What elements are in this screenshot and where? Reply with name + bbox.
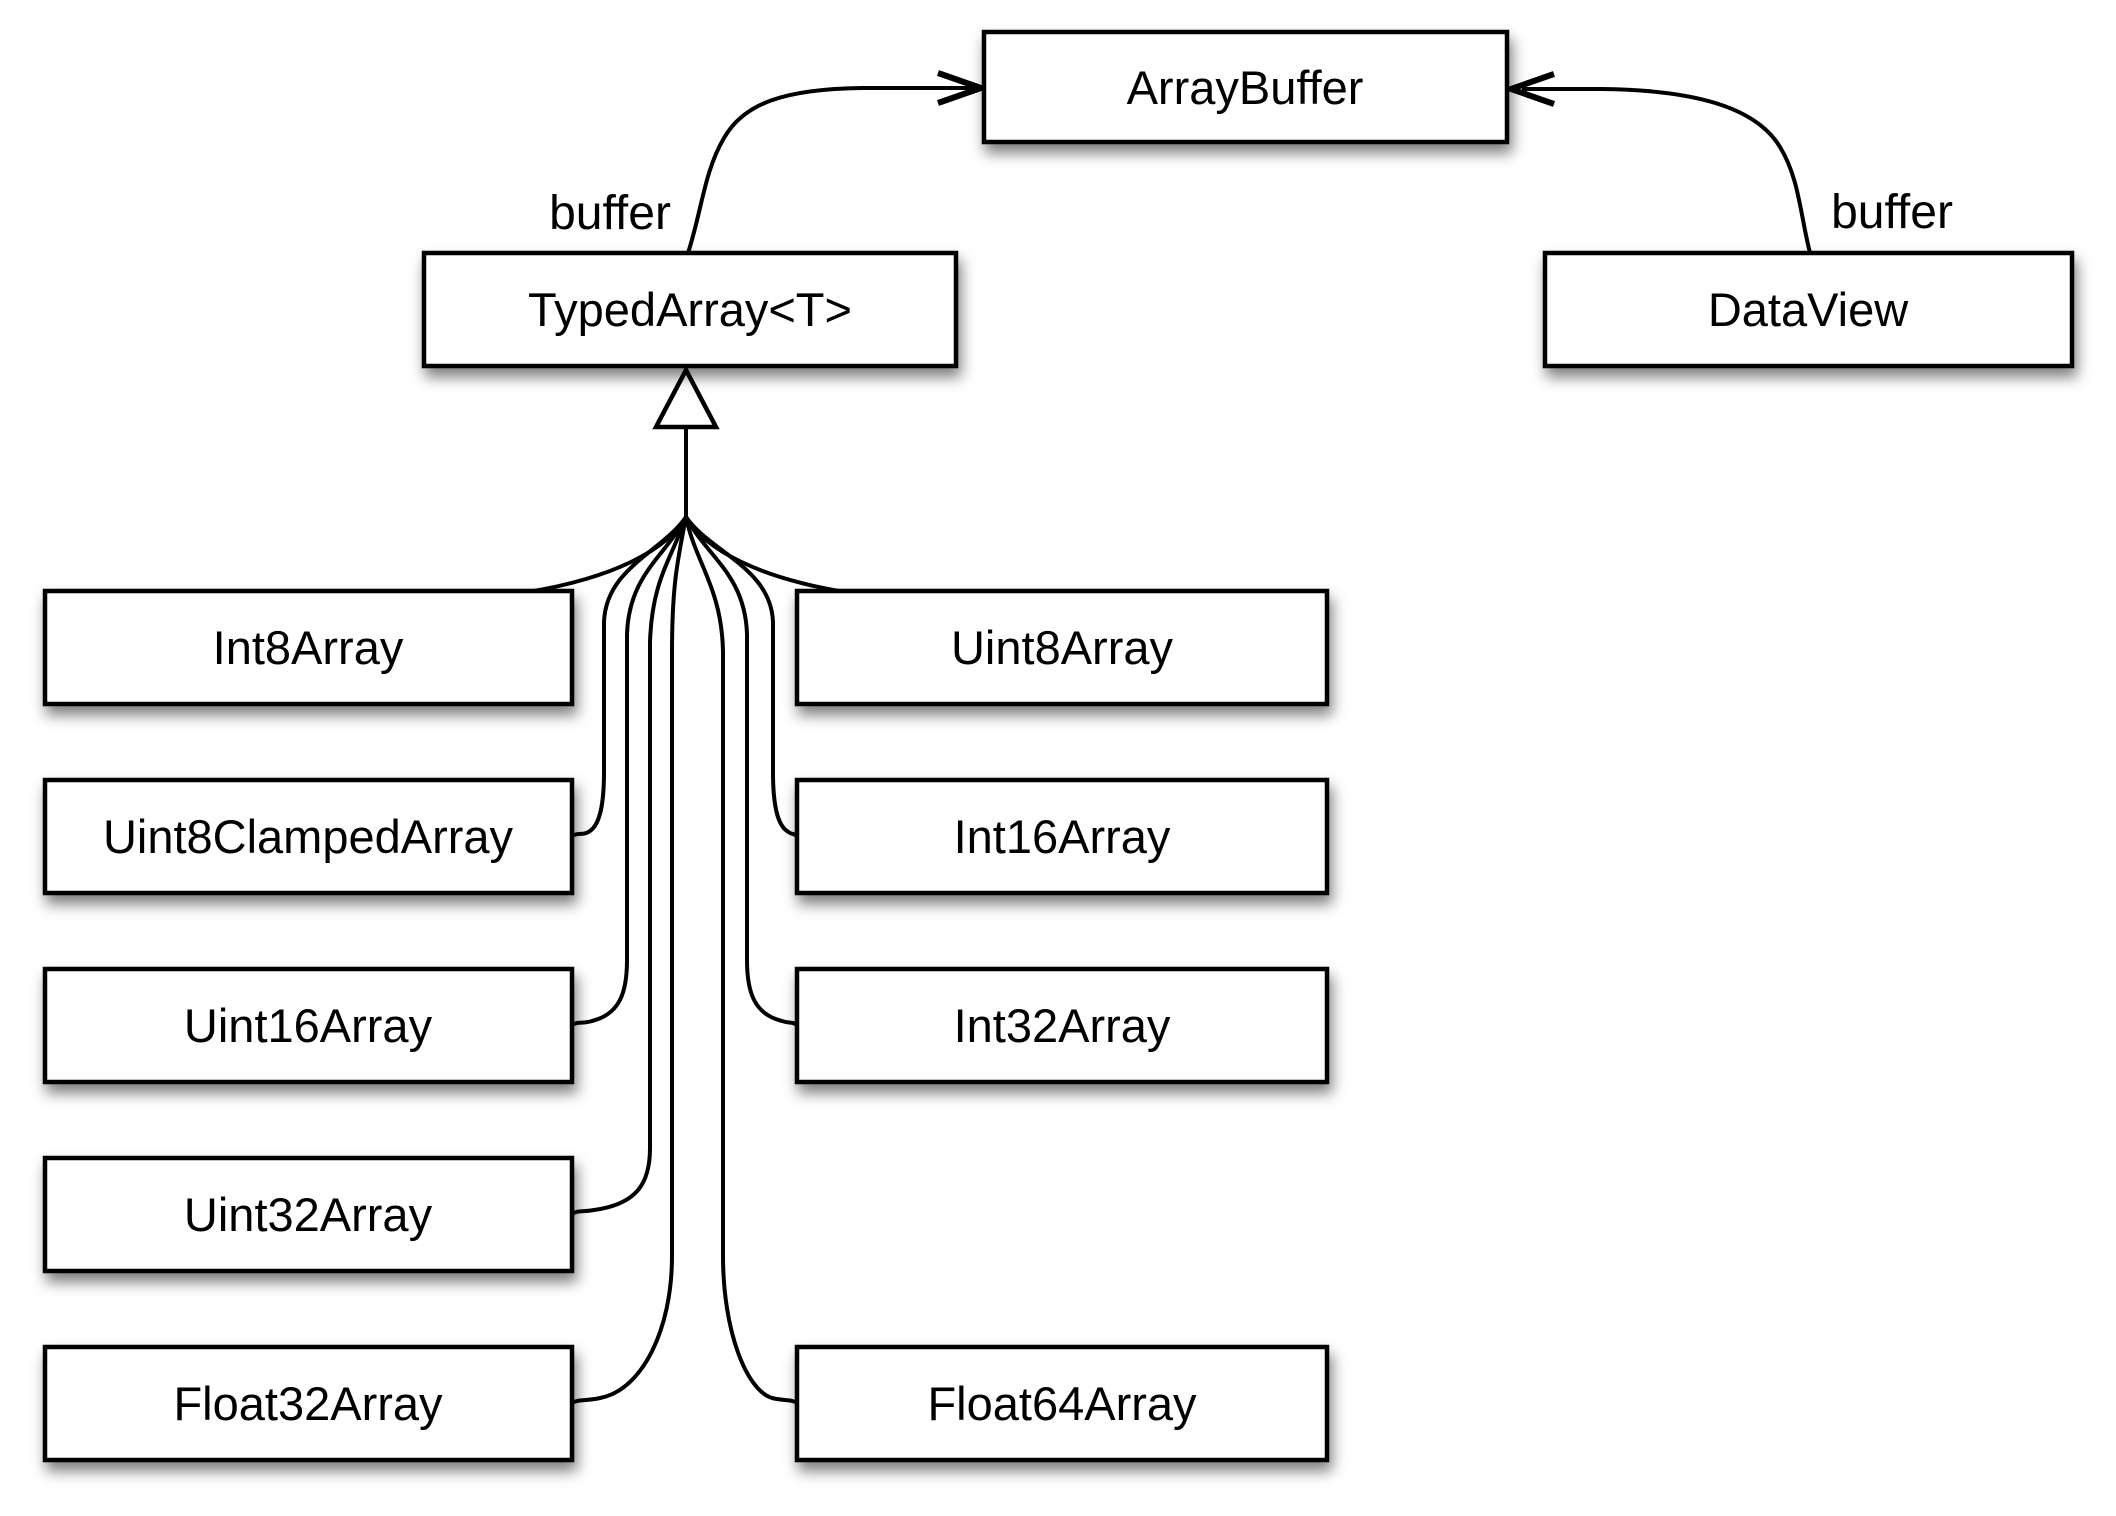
branch-uint8clampedarray xyxy=(570,515,688,838)
node-uint8array: Uint8Array xyxy=(794,588,1330,707)
node-int16array-label: Int16Array xyxy=(954,810,1171,863)
inheritance-triangle-icon xyxy=(652,365,720,430)
branch-uint16array xyxy=(570,516,688,1027)
node-uint8clampedarray: Uint8ClampedArray xyxy=(42,777,575,896)
node-float32array: Float32Array xyxy=(42,1344,575,1463)
branch-float64array xyxy=(684,516,799,1405)
node-int8array-label: Int8Array xyxy=(213,621,404,674)
edge-typedarray-to-arraybuffer-path xyxy=(686,86,978,254)
node-uint32array-label: Uint32Array xyxy=(184,1188,433,1241)
branch-float32array xyxy=(570,516,688,1405)
open-arrowhead-right-icon xyxy=(937,70,991,106)
node-float64array-label: Float64Array xyxy=(927,1377,1197,1430)
node-typedarray-label: TypedArray<T> xyxy=(528,283,852,336)
node-arraybuffer: ArrayBuffer xyxy=(981,29,1510,145)
node-uint16array: Uint16Array xyxy=(42,966,575,1085)
node-typedarray-box xyxy=(421,250,959,369)
node-float64array-box xyxy=(794,1344,1330,1463)
branch-uint32array xyxy=(570,516,688,1216)
edge-label-buffer-left: buffer xyxy=(549,187,671,240)
node-int8array-box xyxy=(42,588,575,707)
node-uint8clampedarray-box xyxy=(42,777,575,896)
node-int32array-box xyxy=(794,966,1330,1085)
edge-label-buffer-right: buffer xyxy=(1831,186,1953,239)
node-int8array: Int8Array xyxy=(42,588,575,707)
branch-int32array xyxy=(684,516,799,1027)
inheritance-connector xyxy=(527,365,846,1405)
node-uint8array-box xyxy=(794,588,1330,707)
node-uint32array-box xyxy=(42,1155,575,1274)
node-int32array-label: Int32Array xyxy=(954,999,1171,1052)
node-uint32array: Uint32Array xyxy=(42,1155,575,1274)
node-arraybuffer-box xyxy=(981,29,1510,145)
node-uint16array-label: Uint16Array xyxy=(184,999,433,1052)
open-arrowhead-left-icon xyxy=(1501,71,1555,107)
node-dataview-label: DataView xyxy=(1708,283,1909,336)
edge-typedarray-to-arraybuffer xyxy=(686,70,991,254)
node-arraybuffer-label: ArrayBuffer xyxy=(1127,61,1364,114)
node-int16array: Int16Array xyxy=(794,777,1330,896)
node-dataview-box xyxy=(1542,250,2075,369)
node-uint8array-label: Uint8Array xyxy=(951,621,1174,674)
node-int32array: Int32Array xyxy=(794,966,1330,1085)
edge-dataview-to-arraybuffer xyxy=(1501,71,1812,254)
node-uint16array-box xyxy=(42,966,575,1085)
node-typedarray: TypedArray<T> xyxy=(421,250,959,369)
node-dataview: DataView xyxy=(1542,250,2075,369)
edge-dataview-to-arraybuffer-path xyxy=(1522,87,1812,254)
node-float32array-box xyxy=(42,1344,575,1463)
node-int16array-box xyxy=(794,777,1330,896)
node-uint8clampedarray-label: Uint8ClampedArray xyxy=(103,810,514,863)
node-float32array-label: Float32Array xyxy=(173,1377,443,1430)
branch-int16array xyxy=(684,515,799,838)
node-float64array: Float64Array xyxy=(794,1344,1330,1463)
